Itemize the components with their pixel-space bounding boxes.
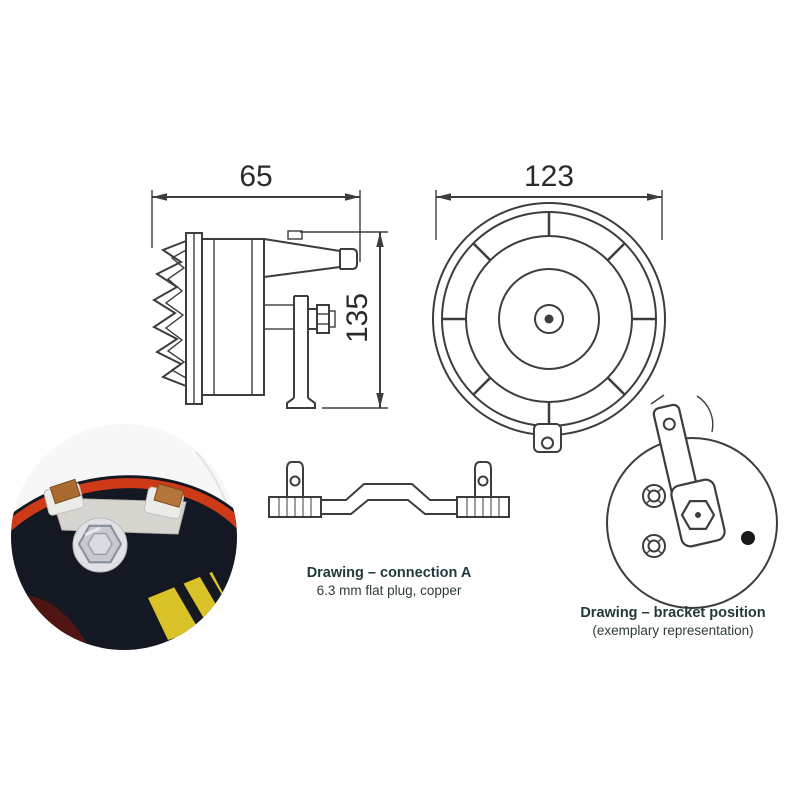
side-width-label: 65 <box>239 160 272 193</box>
photo-copper-plug-right <box>153 483 185 508</box>
horn-front-face <box>432 202 666 453</box>
connection-caption-subtitle: 6.3 mm flat plug, copper <box>317 583 462 598</box>
bracket-bolt-top <box>642 484 666 508</box>
front-center-dot <box>544 314 554 324</box>
side-height-dimension: 135 <box>300 231 388 409</box>
front-diameter-dimension: 123 <box>435 160 663 240</box>
front-diameter-label: 123 <box>524 160 574 193</box>
bracket-horn-outline <box>606 437 778 609</box>
side-width-dimension: 65 <box>151 160 361 262</box>
bracket-caption-title: Drawing – bracket position <box>580 605 765 621</box>
horn-side-profile <box>152 230 358 409</box>
front-view-drawing: 123 <box>432 160 666 453</box>
photo-copper-plug-left <box>49 478 81 505</box>
photo-red-rim <box>11 478 237 650</box>
connection-drawing: Drawing – connection A 6.3 mm flat plug,… <box>268 461 510 598</box>
connection-bridge <box>321 483 457 501</box>
bracket-locator-dot <box>741 531 755 545</box>
bracket-caption-subtitle: (exemplary representation) <box>592 623 753 638</box>
photo-horn-body <box>11 475 237 650</box>
bracket-strap <box>652 403 700 503</box>
bracket-drawing: Drawing – bracket position (exemplary re… <box>580 394 778 638</box>
connection-caption-title: Drawing – connection A <box>307 565 472 581</box>
rear-connection-photo <box>11 424 237 650</box>
bracket-bolt-bottom <box>642 534 666 558</box>
side-view-drawing: 65 135 <box>151 160 388 409</box>
front-spokes <box>442 212 656 426</box>
side-height-label: 135 <box>341 293 374 343</box>
